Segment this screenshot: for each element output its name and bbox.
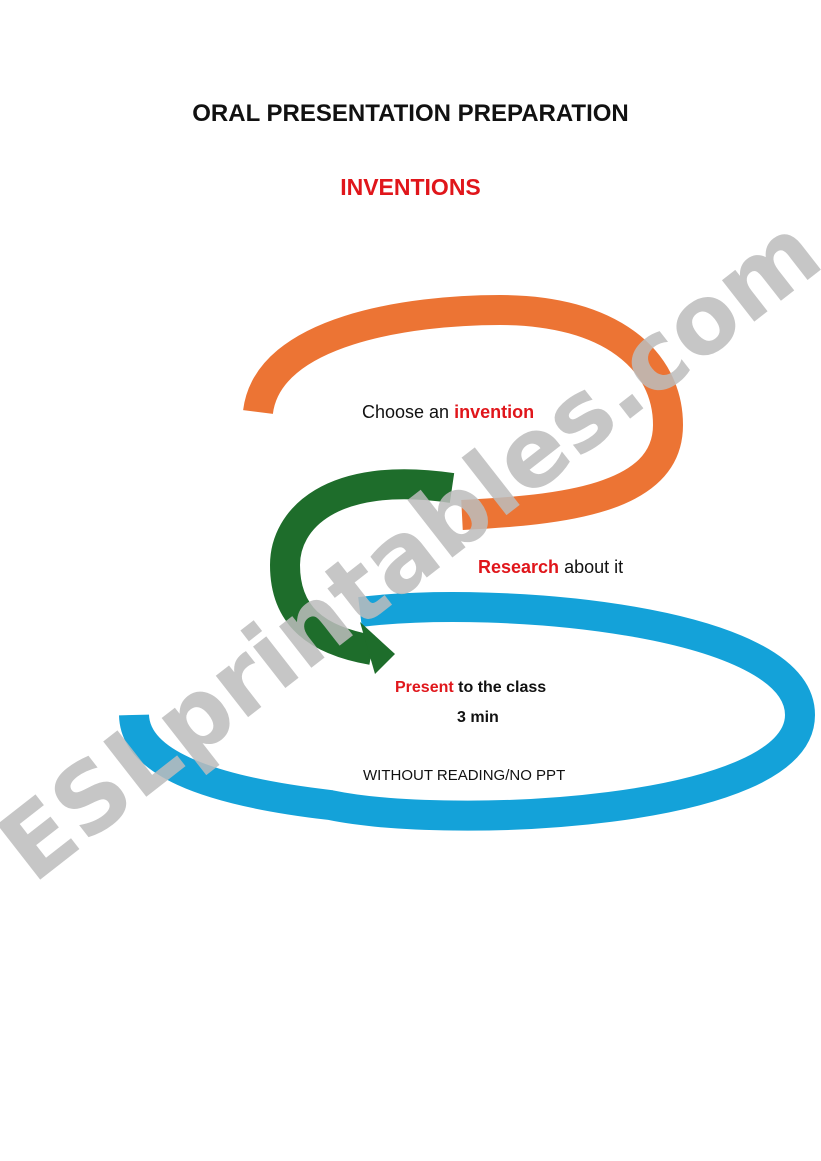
step-choose-text: Choose an: [362, 402, 455, 422]
green-arrowhead: [360, 622, 395, 674]
step-present-text: to the class: [453, 679, 547, 696]
step-research-highlight: Research: [478, 557, 560, 577]
page-title: ORAL PRESENTATION PREPARATION: [192, 100, 629, 127]
step-duration-label: 3 min: [457, 709, 499, 726]
step-present-highlight: Present: [395, 679, 454, 696]
step-research-label: Research about it: [478, 557, 623, 578]
step-note-label: WITHOUT READING/NO PPT: [363, 767, 566, 784]
step-present-label: Present to the class: [395, 679, 546, 697]
blue-loop: [119, 592, 816, 831]
orange-arc: [243, 294, 684, 530]
step-choose-label: Choose an invention: [362, 402, 534, 423]
green-arrow: [269, 469, 455, 665]
step-choose-highlight: invention: [454, 402, 535, 422]
step-research-text: about it: [559, 557, 624, 577]
page-subtitle: INVENTIONS: [340, 174, 481, 200]
